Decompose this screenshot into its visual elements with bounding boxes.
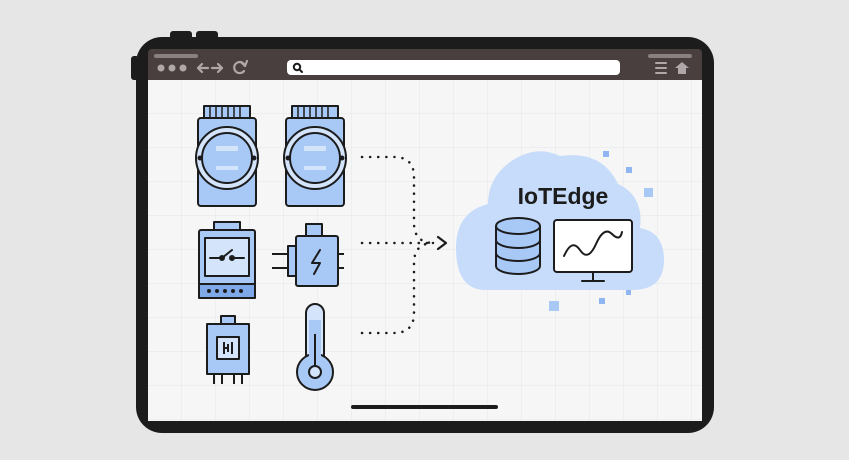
browser-toolbar bbox=[154, 54, 692, 75]
reload-icon[interactable] bbox=[233, 59, 249, 75]
monitor-chart-icon bbox=[553, 219, 633, 282]
sensor-module-icon bbox=[206, 315, 250, 384]
home-indicator[interactable] bbox=[351, 405, 498, 409]
dots-icon[interactable] bbox=[157, 64, 187, 72]
search-icon bbox=[292, 62, 303, 73]
data-flow-lines bbox=[360, 155, 436, 335]
energy-meter-icon bbox=[195, 105, 259, 207]
energy-meter-icon bbox=[283, 105, 347, 207]
home-icon[interactable] bbox=[675, 62, 689, 74]
arrow-head bbox=[436, 235, 448, 251]
power-connector-icon bbox=[272, 223, 344, 287]
decor-squares bbox=[549, 151, 653, 311]
back-arrow-icon[interactable] bbox=[196, 62, 210, 74]
address-bar[interactable] bbox=[287, 60, 620, 75]
forward-arrow-icon[interactable] bbox=[210, 62, 224, 74]
hub-title: IoTEdge bbox=[518, 183, 609, 209]
relay-switch-icon bbox=[198, 221, 256, 299]
menu-icon[interactable] bbox=[655, 62, 667, 74]
thermometer-icon bbox=[296, 303, 334, 391]
database-icon bbox=[495, 217, 541, 275]
